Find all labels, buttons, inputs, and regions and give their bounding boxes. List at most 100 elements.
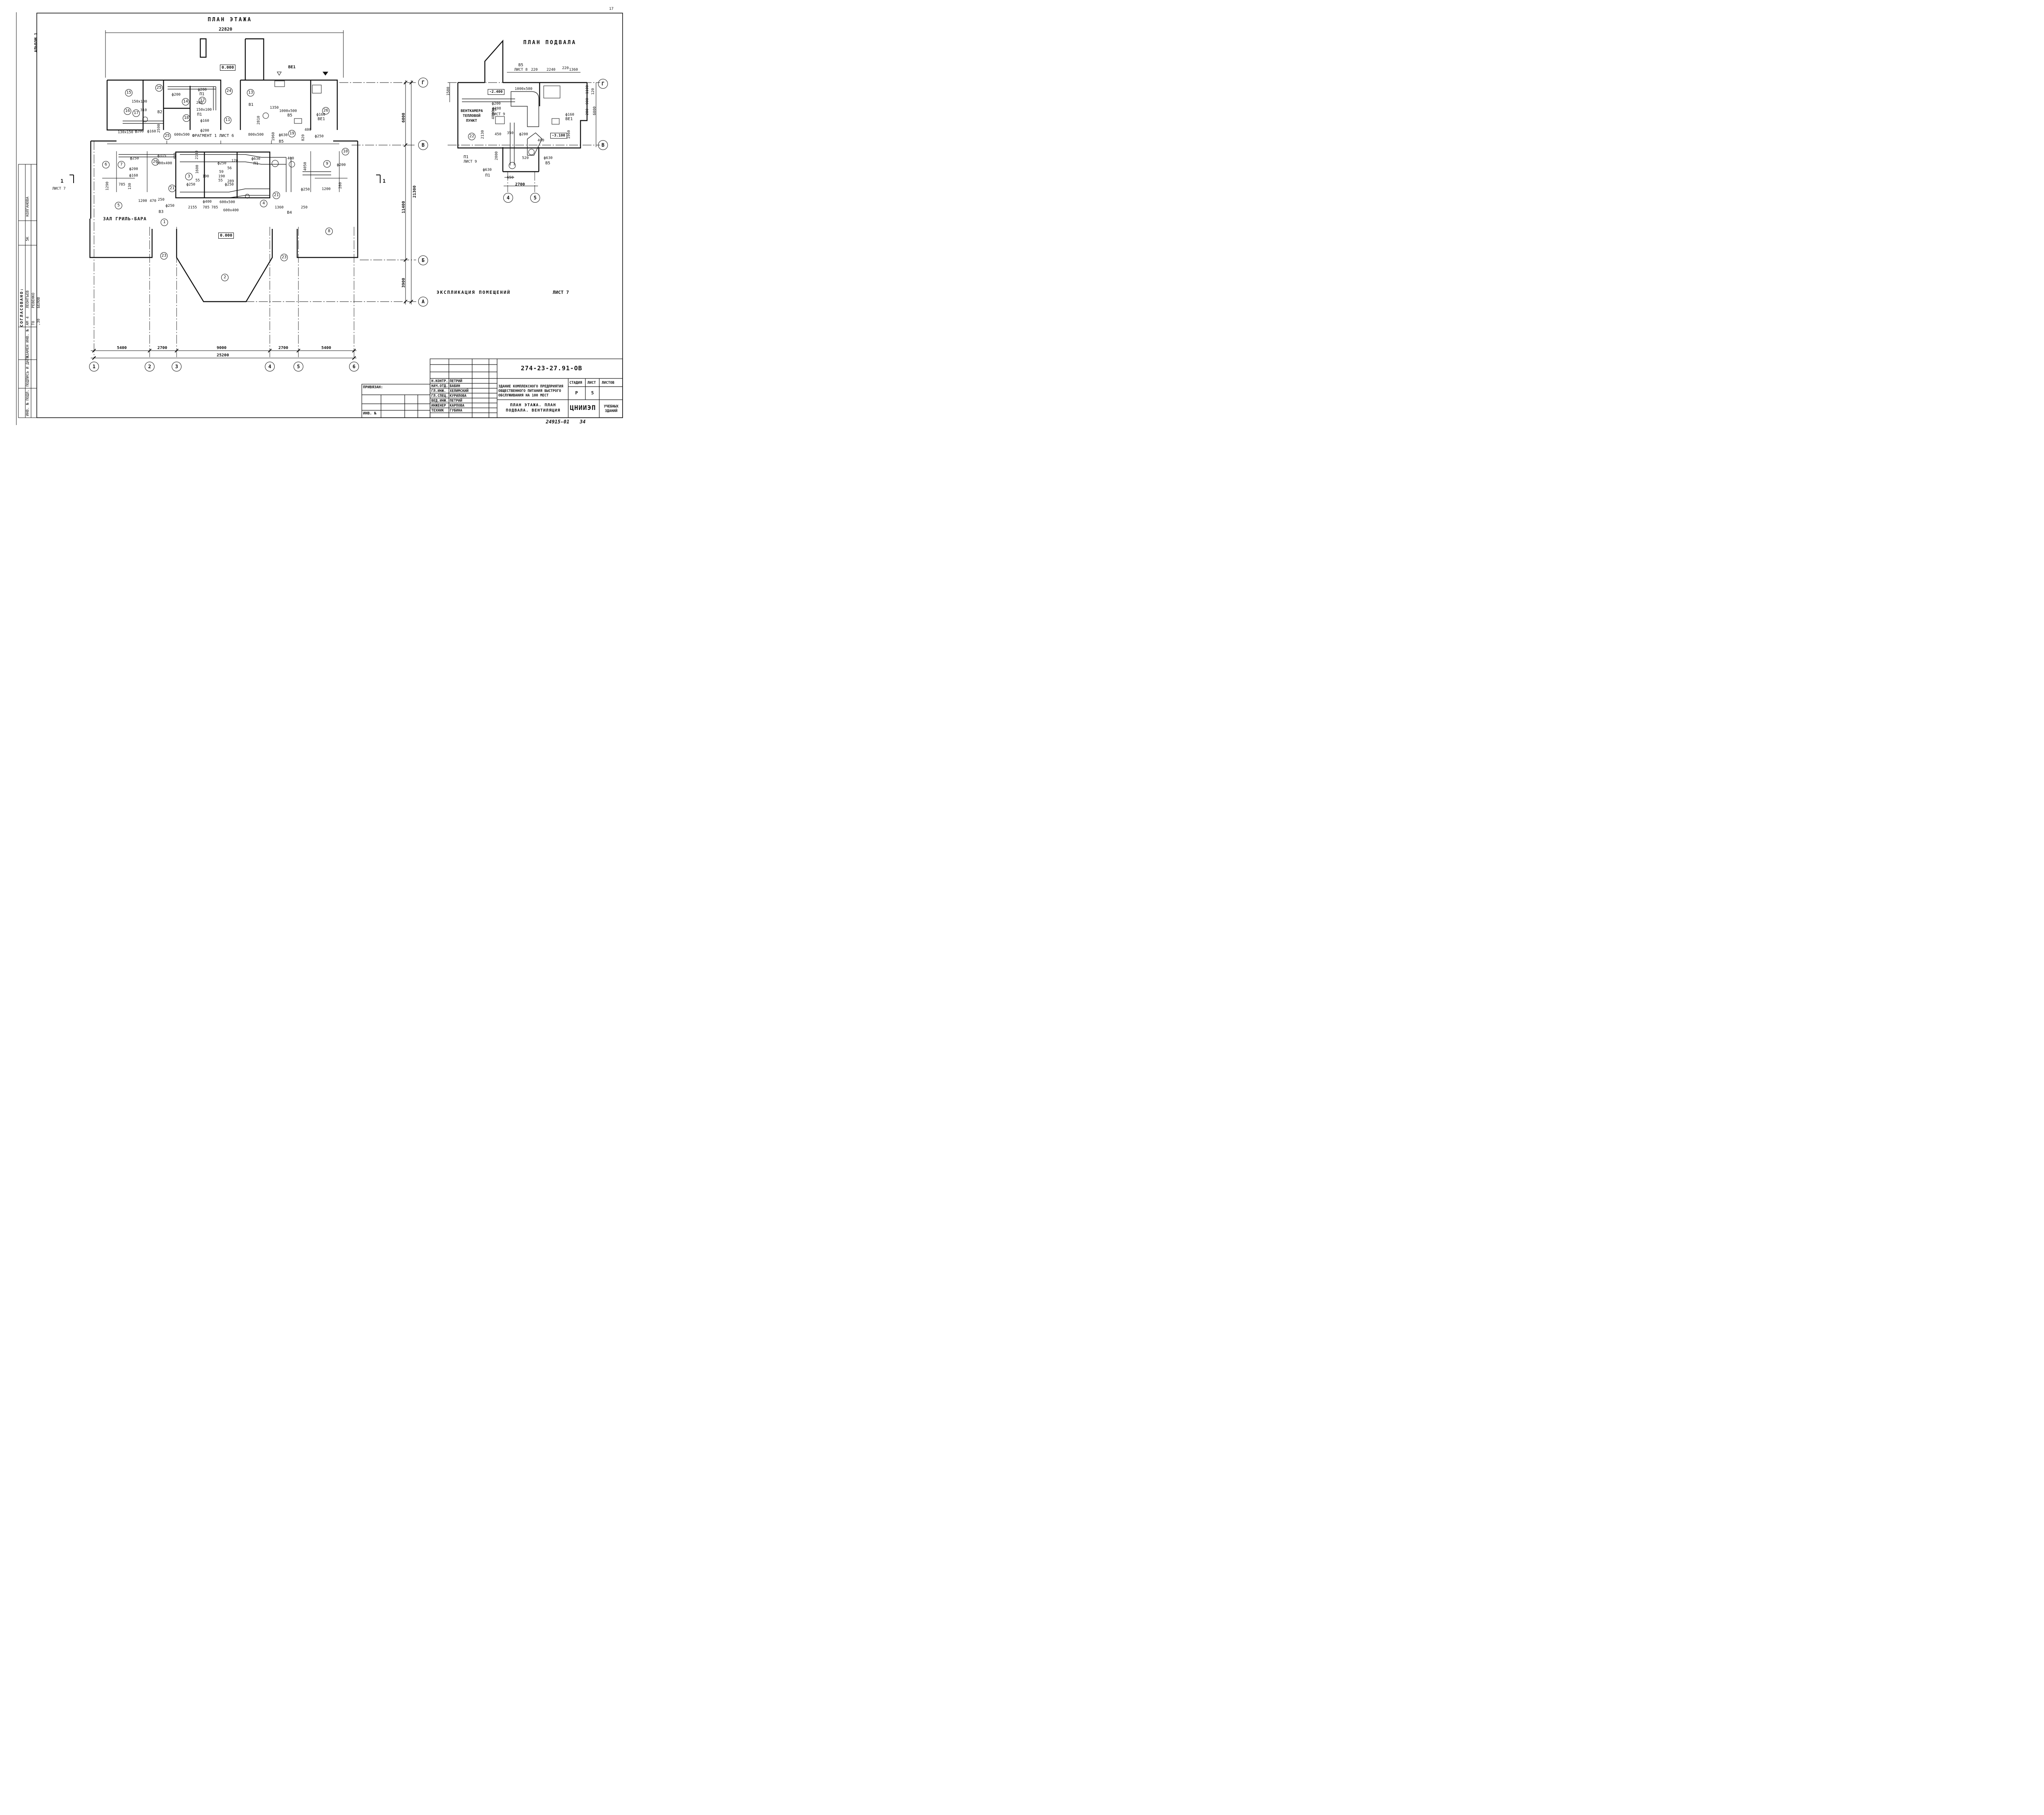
basement-b5-bottom: В5 <box>545 161 551 166</box>
right-dim: 6000 <box>401 112 406 123</box>
span-dim: 2700 <box>157 346 168 350</box>
axis-marker: В <box>598 140 608 150</box>
dim-label: 1360 <box>275 206 284 210</box>
basement-dim: ф630 <box>483 168 492 172</box>
project-description: ЗДАНИЕ КОМПЛЕКСНОГО ПРЕДПРИЯТИЯ ОБЩЕСТВЕ… <box>498 385 563 398</box>
dim-label: 1200 <box>138 199 147 203</box>
corner-mark: 17 <box>609 7 614 11</box>
dim-label: 600х500 <box>174 133 190 137</box>
dim-label: 2590 <box>157 124 161 133</box>
privyazan-label: ПРИВЯЗАН: <box>363 385 383 389</box>
basement-b5-sheet: ЛИСТ 8 <box>514 68 528 72</box>
dim-label: ф315 <box>157 154 166 158</box>
sheet-title: ПЛАН ЭТАЖА. ПЛАН ПОДВАЛА. ВЕНТИЛЯЦИЯ <box>506 403 560 413</box>
right-dim: 11400 <box>401 201 406 213</box>
basement-b5-ref: В5 <box>518 63 524 67</box>
dim-label: 250 <box>158 198 165 202</box>
dim-label: 820 <box>301 134 305 141</box>
stamp-side-label: ПОДПИСЬ И ДАТА <box>26 356 30 387</box>
dim-label: 130 <box>128 183 132 190</box>
axis-marker: 4 <box>503 193 513 203</box>
inv-label: ИНВ. № <box>363 412 377 416</box>
approval-name: РЕВЕНКО <box>31 293 36 308</box>
section-mark-right: 1 <box>383 178 386 184</box>
label-ve1b: ВЕ1 <box>318 117 325 121</box>
org-sub: УЧЕБНЫХ ЗДАНИЙ <box>604 405 619 413</box>
basement-dim: 520 <box>522 156 529 160</box>
dim-label: 1960 <box>271 132 276 141</box>
dim-label: 190 <box>218 175 225 179</box>
basement-dim: 1360 <box>569 68 578 72</box>
basement-dim: ф200 <box>492 102 501 106</box>
dim-label: ф200 <box>337 163 346 167</box>
role-name: КУРИЛОВА <box>450 394 466 398</box>
dim-label: 785 <box>119 183 126 187</box>
room-number: 7 <box>118 161 125 168</box>
room-number: 23 <box>160 252 168 260</box>
basement-level-b: -3.100 <box>550 133 567 139</box>
role: ВЕД.ИНЖ. <box>431 399 448 403</box>
dim-label: 56 <box>227 166 232 170</box>
room-number: 25 <box>155 84 163 92</box>
basement-level-a: -2.400 <box>488 89 504 95</box>
span-dim: 9000 <box>217 346 227 350</box>
dim-label: ф250 <box>225 183 234 187</box>
stage-header: СТАДИЯ <box>569 381 582 385</box>
axis-marker: В <box>418 140 428 150</box>
basement-p1-label: П1 <box>464 155 469 159</box>
basement-dim: 350 <box>507 131 514 135</box>
basement-dim: 6000 <box>593 106 597 115</box>
axis-marker: 4 <box>265 362 275 372</box>
sheet-value: 5 <box>591 390 594 396</box>
room-number: 19 <box>288 130 296 137</box>
basement-dim: 900 <box>585 98 589 105</box>
basement-dim: 2700 <box>515 182 525 187</box>
basement-dim: ф208 <box>492 107 501 111</box>
label-b5: В5 <box>287 113 293 118</box>
dim-label: ф200 <box>135 130 144 134</box>
dim-label: 55 <box>195 179 200 183</box>
approval-name: БЕЛОВ <box>37 297 41 308</box>
approval-dept: ТО <box>31 321 36 325</box>
basement-dim: 1960 <box>567 130 571 139</box>
album-label: АЛЬБОМ 1 <box>34 32 38 52</box>
room-number: 16 <box>124 107 131 115</box>
basement-dim: ф200 <box>519 132 528 137</box>
basement-p1-bottom: П1 <box>485 173 491 178</box>
label-p1: П1 <box>199 92 205 96</box>
room-number: 11 <box>224 116 231 124</box>
basement-dim: 220 <box>531 68 538 72</box>
dim-label: 600х500 <box>220 200 235 204</box>
approval-top-name: КОЛГАНОВА <box>26 197 30 217</box>
room-number: 14 <box>182 98 189 105</box>
page-number: 34 <box>580 419 586 425</box>
dim-label: 2810 <box>257 116 261 125</box>
dim-label: ф160 <box>316 113 325 117</box>
basement-dim: ф160 <box>565 113 574 117</box>
dim-label: 470 <box>150 199 157 203</box>
room-number: 3 <box>185 173 193 180</box>
basement-dim: 400 <box>538 139 545 143</box>
label-b4: В4 <box>287 210 292 215</box>
dim-label: 280 <box>338 182 343 189</box>
basement-dim: 450 <box>495 132 502 137</box>
dim-label: 55 <box>218 179 223 183</box>
label-b3: В3 <box>159 210 164 214</box>
drawing-lines <box>16 12 623 425</box>
dim-label: 150х100 <box>196 108 212 112</box>
room-number: 15 <box>125 89 132 96</box>
dim-label: 1000х500 <box>279 109 297 113</box>
dim-label: ф160 <box>147 130 156 134</box>
basement-dim: 280 <box>585 108 589 115</box>
basement-plan-title: ПЛАН ПОДВАЛА <box>523 40 576 46</box>
label-b1: В1 <box>249 103 254 107</box>
dim-label: 190 <box>202 175 209 179</box>
room-number: 23 <box>280 254 288 261</box>
basement-dim: 2130 <box>481 130 485 139</box>
room-number: 9 <box>323 160 331 168</box>
dim-label: 200 <box>196 101 203 105</box>
basement-ve1: ВЕ1 <box>565 117 573 121</box>
section-mark-left: 1 <box>61 178 64 184</box>
dim-label: ф250 <box>315 134 324 139</box>
dim-label: 400 <box>305 128 312 132</box>
